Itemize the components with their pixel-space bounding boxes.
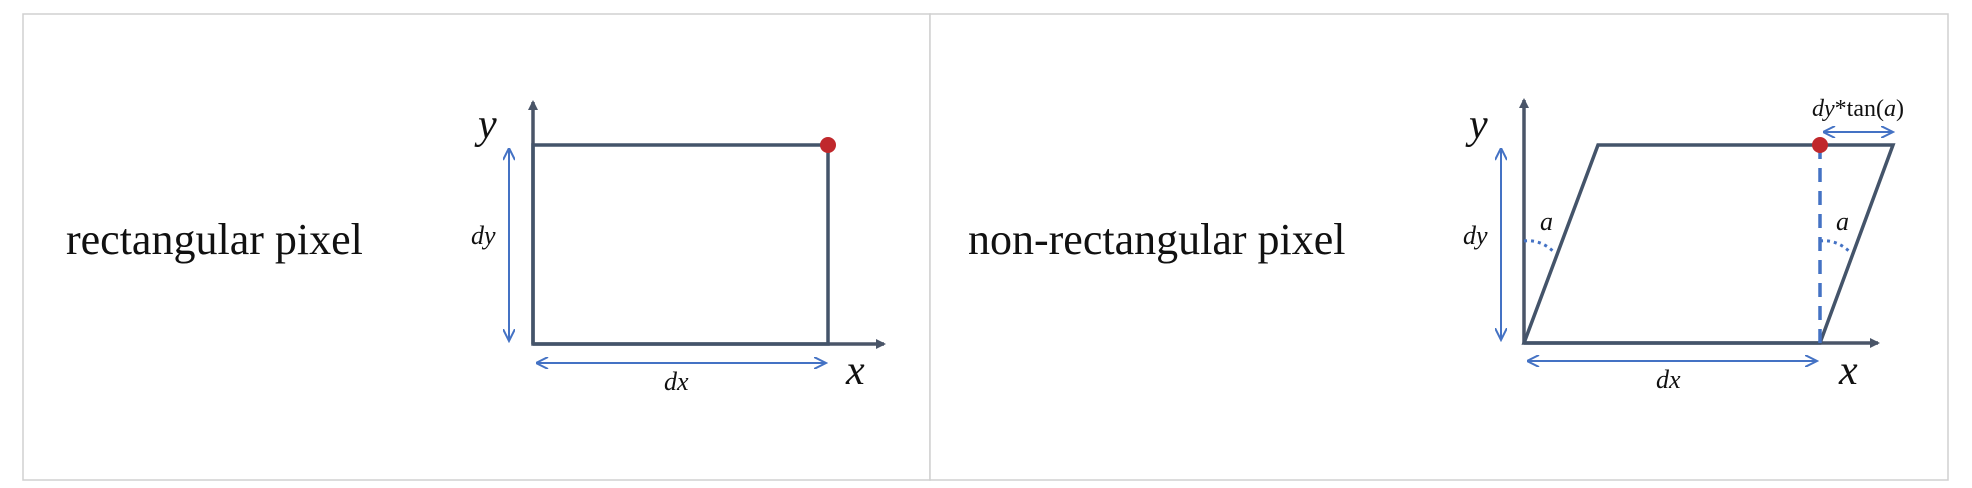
y-axis-label: y [1465,102,1488,148]
non-rectangular-caption: non-rectangular pixel [968,215,1346,264]
dy-label: dy [471,221,496,250]
tan-offset-label: dy*tan(a) [1812,96,1904,122]
tan-offset-angle: a [1884,96,1896,122]
y-axis-label: y [474,102,497,148]
rectangular-pixel-shape [531,143,830,346]
angle-arc-right [1819,239,1853,255]
dx-label: dx [1656,365,1681,394]
parallelogram-pixel-shape [1521,143,1896,345]
angle-label-right: a [1836,207,1849,236]
angle-arc-left [1523,239,1557,255]
dy-label: dy [1463,221,1488,250]
rectangular-caption: rectangular pixel [66,215,363,264]
left-panel-frame [22,13,931,481]
tan-offset-dy: dy [1812,96,1835,122]
right-panel-frame [929,13,1949,481]
corner-point [820,137,836,153]
x-axis-label: x [1838,348,1858,394]
corner-point [1812,137,1828,153]
angle-label-left: a [1540,207,1553,236]
tan-offset-close: ) [1896,96,1904,122]
rectangular-pixel-panel: rectangular pixel y x dy dx [66,100,886,396]
x-axis-label: x [845,348,865,394]
non-rectangular-pixel-panel: non-rectangular pixel y x dy dx a a dy*t… [968,96,1904,394]
dx-label: dx [664,367,689,396]
tan-offset-func: *tan( [1835,96,1884,122]
